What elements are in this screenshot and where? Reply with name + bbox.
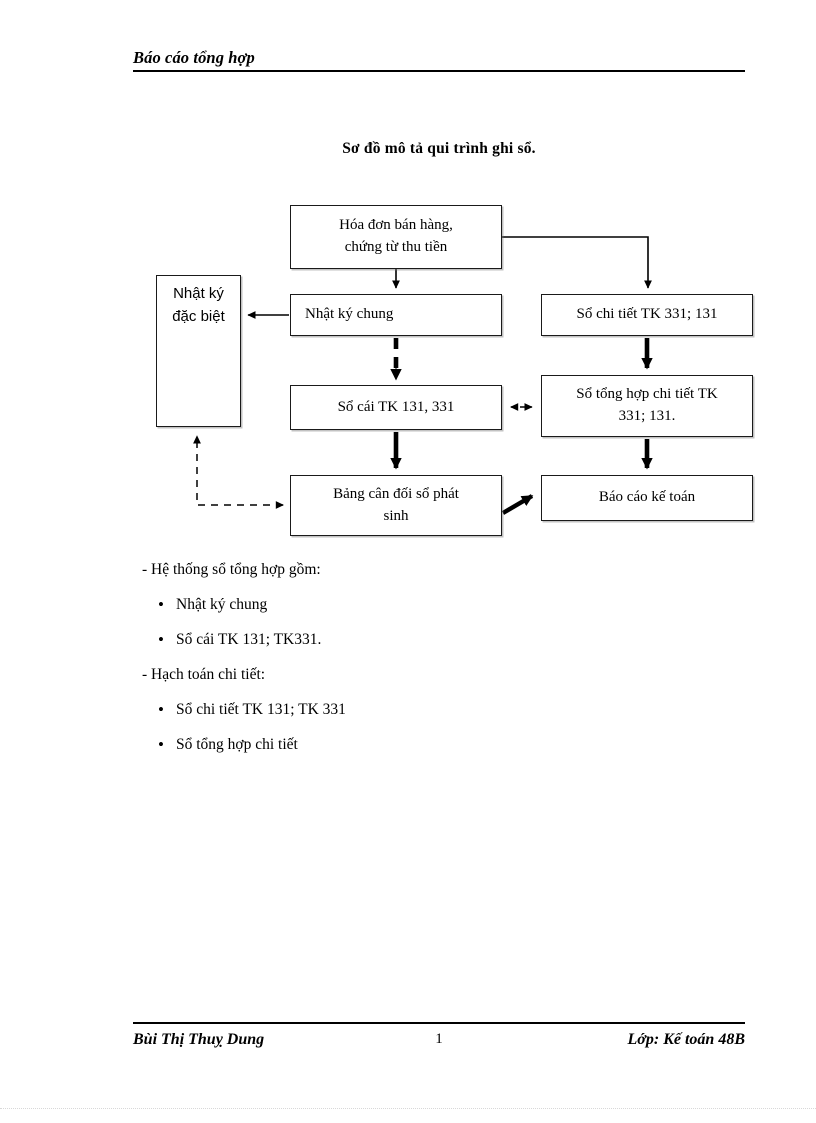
diagram-box-financial-report: Báo cáo kế toán xyxy=(541,475,753,521)
list-item-label: Sổ chi tiết TK 131; TK 331 xyxy=(176,700,346,718)
list-item: • Sổ chi tiết TK 131; TK 331 xyxy=(140,692,745,727)
box-label: Báo cáo kế toán xyxy=(598,489,696,506)
header-title: Báo cáo tổng hợp xyxy=(133,48,255,67)
page-bottom-edge xyxy=(0,1108,816,1109)
diagram-box-general-journal: Nhật ký chung xyxy=(290,294,502,336)
list-item: • Sổ cái TK 131; TK331. xyxy=(140,622,745,657)
bullet-icon: • xyxy=(158,735,164,754)
bullet-icon: • xyxy=(158,700,164,719)
bullet-icon: • xyxy=(158,630,164,649)
footer-class: Lớp: Kế toán 48B xyxy=(627,1031,745,1048)
list-item-label: Sổ tổng hợp chi tiết xyxy=(176,735,298,753)
box-line-1: Hóa đơn bán hàng, xyxy=(339,217,453,234)
box-label: Nhật ký chung xyxy=(305,306,394,323)
box-label: Sổ chi tiết TK 331; 131 xyxy=(576,306,718,323)
box-line-2: chứng từ thu tiền xyxy=(344,239,448,255)
footer-author: Bùi Thị Thuỵ Dung xyxy=(133,1031,265,1048)
diagram-box-summary-ledger: Sổ tổng hợp chi tiết TK 331; 131. xyxy=(541,375,753,437)
text-line: - Hệ thống sổ tổng hợp gồm: xyxy=(140,552,745,587)
list-item: • Nhật ký chung xyxy=(140,587,745,622)
list-item-label: Nhật ký chung xyxy=(176,595,268,613)
box-label: Sổ cái TK 131, 331 xyxy=(337,398,455,415)
body-text-block: - Hệ thống sổ tổng hợp gồm: • Nhật ký ch… xyxy=(140,552,745,762)
connector-bangcandoi-to-nhatkydacbiet xyxy=(193,435,284,509)
diagram-box-trial-balance: Bảng cân đối sổ phát sinh xyxy=(290,475,502,536)
box-line-1: Nhật ký xyxy=(173,285,224,302)
diagram-box-invoice: Hóa đơn bán hàng, chứng từ thu tiền xyxy=(290,205,502,269)
text-line: - Hạch toán chi tiết: xyxy=(140,657,745,692)
box-line-2: 331; 131. xyxy=(618,408,676,424)
diagram-box-special-journal: Nhật ký đặc biệt xyxy=(156,275,241,427)
box-line-1: Sổ tổng hợp chi tiết TK xyxy=(576,386,718,403)
page-footer: Bùi Thị Thuỵ Dung 1 Lớp: Kế toán 48B xyxy=(133,1022,745,1062)
box-line-2: sinh xyxy=(383,507,409,524)
connector-bangcandoi-to-baocao xyxy=(501,494,534,515)
footer-rule xyxy=(133,1022,745,1024)
header-rule xyxy=(133,70,745,72)
text-line-label: - Hệ thống sổ tổng hợp gồm: xyxy=(142,560,321,578)
page-number: 1 xyxy=(435,1031,443,1047)
diagram-box-general-ledger: Sổ cái TK 131, 331 xyxy=(290,385,502,430)
connector-hoadon-to-sochitiet xyxy=(502,236,652,289)
page-header: Báo cáo tổng hợp xyxy=(133,48,745,78)
diagram-title: Sơ đồ mô tả qui trình ghi sổ. xyxy=(342,140,536,157)
footer-row: Bùi Thị Thuỵ Dung xyxy=(133,1031,745,1049)
box-line-2: đặc biệt xyxy=(172,308,225,326)
list-item-label: Sổ cái TK 131; TK331. xyxy=(176,630,322,648)
list-item: • Sổ tổng hợp chi tiết xyxy=(140,727,745,762)
bullet-icon: • xyxy=(158,595,164,614)
text-line-label: - Hạch toán chi tiết: xyxy=(142,665,266,683)
box-line-1: Bảng cân đối sổ phát xyxy=(333,485,459,502)
diagram-box-subsidiary-ledger: Sổ chi tiết TK 331; 131 xyxy=(541,294,753,336)
